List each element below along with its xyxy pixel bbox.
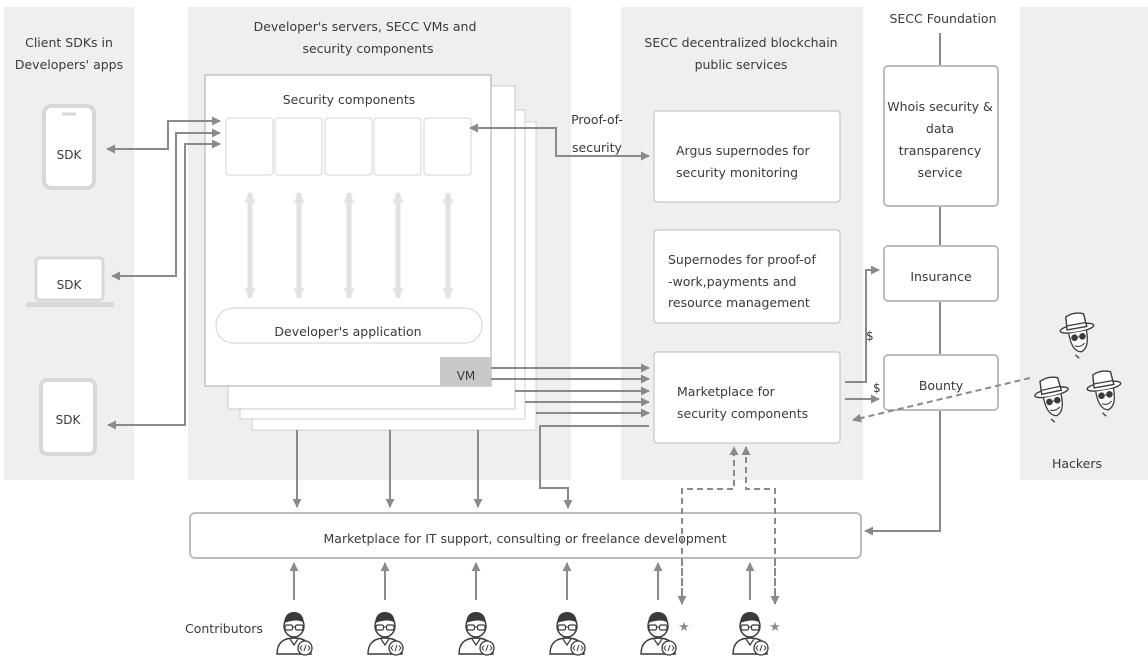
security-component-slot-5[interactable] (423, 117, 472, 176)
insurance-box[interactable] (883, 245, 999, 302)
contributor-icon-5 (640, 611, 677, 656)
proof-of-security-line2: security (572, 140, 623, 155)
insurance-label: Insurance (910, 269, 972, 284)
developer-application-label: Developer's application (274, 324, 421, 339)
whois-service-box[interactable] (883, 65, 999, 207)
argus-supernodes-line2: security monitoring (676, 165, 798, 180)
whois-line2: data (926, 121, 954, 136)
sdk-label-laptop: SDK (57, 278, 83, 292)
hackers-title: Hackers (1052, 456, 1102, 471)
security-marketplace-line2: security components (677, 406, 808, 421)
security-components-title: Security components (283, 92, 416, 107)
star-icon-6: ★ (769, 620, 781, 635)
bounty-box[interactable] (883, 354, 999, 411)
vm-badge (440, 357, 491, 386)
contributor-icon-2 (367, 611, 404, 656)
star-icon-5: ★ (678, 620, 690, 635)
argus-supernodes-line1: Argus supernodes for (676, 143, 811, 158)
security-marketplace-line1: Marketplace for (677, 384, 776, 399)
payment-supernodes-box[interactable] (653, 229, 841, 324)
contributor-icon-1 (276, 611, 313, 656)
foundation-title: SECC Foundation (889, 11, 996, 26)
contributor-icon-4 (549, 611, 586, 656)
sdk-label-phone: SDK (57, 148, 83, 162)
tablet-device-icon (39, 378, 97, 456)
servers-column-title-line1: Developer's servers, SECC VMs and (254, 19, 477, 34)
it-marketplace-bar[interactable] (189, 512, 862, 559)
security-component-slot-3[interactable] (324, 117, 373, 176)
flow-arrows (106, 116, 880, 600)
hackers-column (1020, 7, 1148, 480)
contributor-icon-6 (732, 611, 769, 656)
whois-line1: Whois security & (887, 99, 993, 114)
security-component-slot-4[interactable] (373, 117, 422, 176)
contributors-label: Contributors (185, 621, 263, 636)
payment-supernodes-line2: -work,payments and (668, 274, 796, 289)
vm-badge-label: VM (457, 369, 476, 383)
blockchain-column-title-line1: SECC decentralized blockchain (644, 35, 837, 50)
payment-supernodes-line3: resource management (668, 295, 810, 310)
foundation-spine-line (864, 33, 941, 536)
security-component-slot-2[interactable] (274, 117, 323, 176)
blockchain-column-title-line2: public services (695, 57, 788, 72)
whois-line3: transparency (899, 143, 982, 158)
payment-symbol-insurance: $ (866, 329, 874, 343)
proof-of-security-line1: Proof-of- (571, 112, 623, 127)
bounty-label: Bounty (919, 378, 964, 393)
it-marketplace-label: Marketplace for IT support, consulting o… (324, 531, 727, 546)
phone-device-icon (42, 104, 96, 190)
payment-symbol-bounty: $ (873, 381, 881, 395)
argus-supernodes-box[interactable] (653, 110, 841, 203)
client-column-title-line2: Developers' apps (15, 57, 123, 72)
whois-line4: service (918, 165, 963, 180)
sdk-label-tablet: SDK (56, 413, 82, 427)
payment-supernodes-line1: Supernodes for proof-of (668, 252, 816, 267)
dashed-flow-arrows (677, 377, 1031, 605)
servers-column-title-line2: security components (302, 41, 433, 56)
contributor-icon-3 (458, 611, 495, 656)
security-marketplace-box[interactable] (653, 351, 841, 444)
security-component-slot-1[interactable] (225, 117, 274, 176)
laptop-device-icon (26, 256, 114, 307)
client-column-title-line1: Client SDKs in (25, 35, 113, 50)
component-app-links (244, 191, 454, 300)
